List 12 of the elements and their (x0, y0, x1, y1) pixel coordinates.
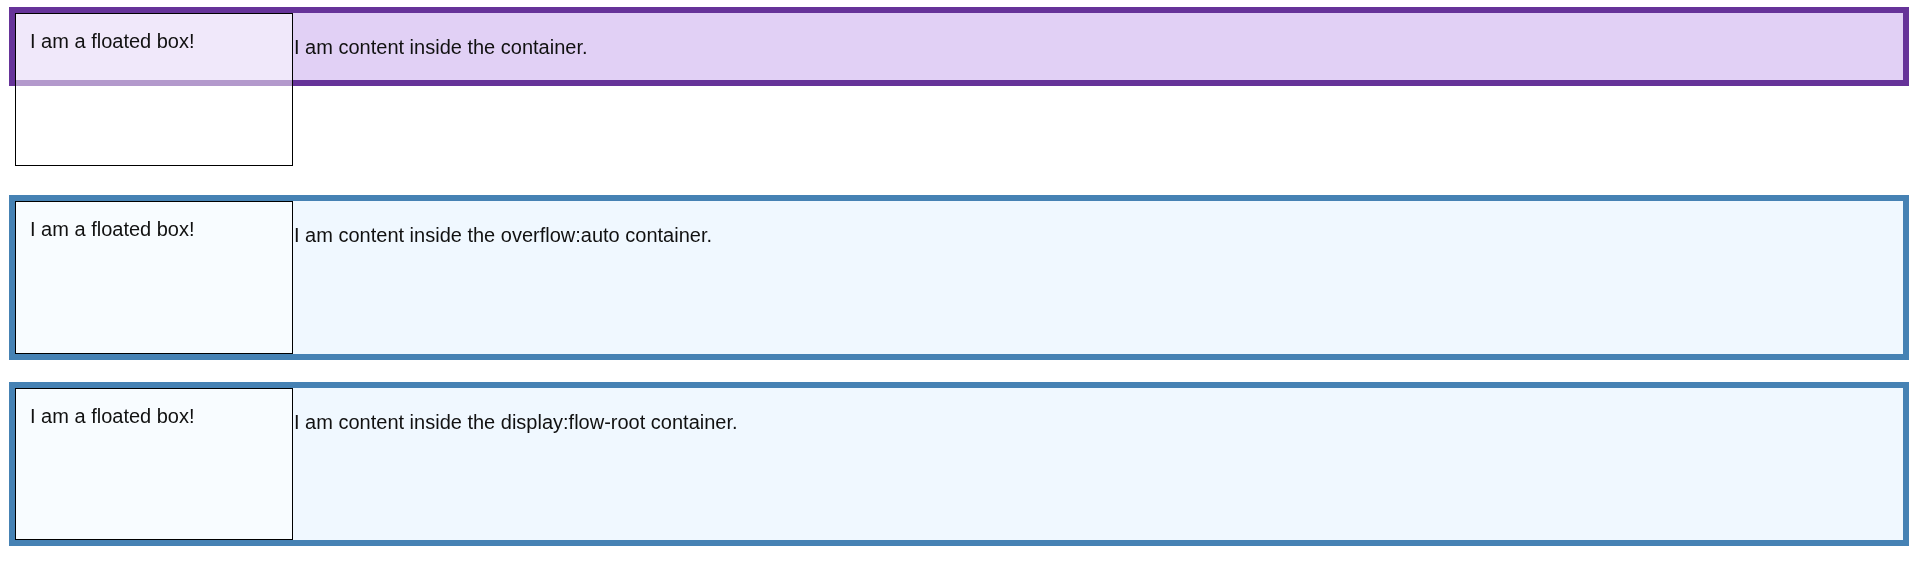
content-text: I am content inside the overflow:auto container. (294, 223, 713, 247)
floated-box (15, 13, 293, 166)
container-panel (9, 7, 1909, 86)
float-text: I am a floated box! (30, 217, 195, 241)
float-text: I am a floated box! (30, 29, 195, 53)
floated-box (15, 201, 293, 354)
floated-box (15, 388, 293, 540)
container-panel (9, 195, 1909, 360)
content-text: I am content inside the container. (294, 35, 588, 59)
float-text: I am a floated box! (30, 404, 195, 428)
container-panel (9, 382, 1909, 546)
content-text: I am content inside the display:flow-root container. (294, 410, 738, 434)
